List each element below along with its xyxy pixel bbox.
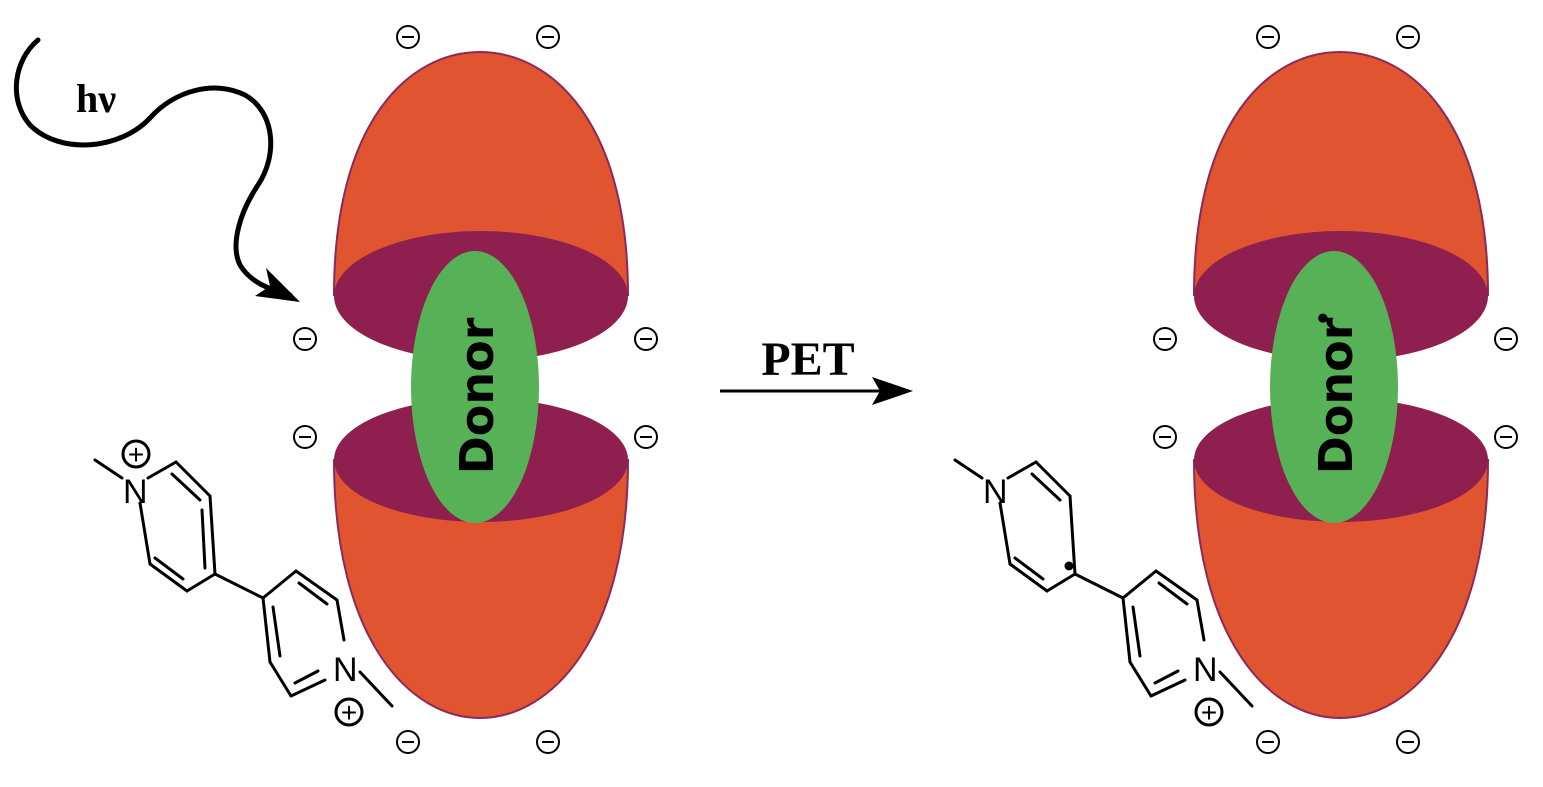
left-capsule: Donor <box>332 50 630 720</box>
minus-charge <box>634 327 658 351</box>
minus-charge <box>536 25 560 49</box>
pet-label: PET <box>761 333 854 386</box>
minus-charge <box>1153 425 1177 449</box>
minus-charge <box>1256 25 1280 49</box>
minus-charge <box>1494 327 1518 351</box>
right-viologen-labels: N N + <box>983 473 1218 728</box>
right-donor-radical-dot: • <box>1304 312 1342 324</box>
left-minus-charges <box>293 25 658 754</box>
minus-charge <box>293 425 317 449</box>
left-viologen-labels: N N + + <box>123 439 358 728</box>
minus-charge <box>1256 730 1280 754</box>
minus-charge <box>634 425 658 449</box>
plus-charge <box>121 439 151 469</box>
light-label: hν <box>76 76 116 121</box>
left-donor-label: Donor <box>450 317 504 474</box>
right-lower-cup <box>1192 459 1490 720</box>
plus-charge <box>1194 697 1224 727</box>
left-upper-cup <box>332 50 630 296</box>
light-arrow: hν <box>13 37 300 302</box>
plus-charge <box>334 697 364 727</box>
light-arrowhead <box>255 268 300 302</box>
right-minus-charges <box>1153 25 1518 754</box>
atom-label-n: N <box>123 473 148 511</box>
right-upper-cup <box>1192 50 1490 296</box>
radical-electron-dot <box>1064 561 1074 571</box>
atom-label-n: N <box>1193 651 1218 689</box>
pet-reaction-arrow: PET <box>720 333 913 405</box>
minus-charge <box>396 730 420 754</box>
minus-charge <box>1396 730 1420 754</box>
left-methyl-viologen <box>93 439 394 727</box>
wavy-light-path <box>13 37 293 298</box>
right-methyl-viologen-radical <box>953 458 1254 727</box>
plus-sign: + <box>128 439 144 470</box>
atom-label-n: N <box>983 473 1008 511</box>
right-capsule: Donor • <box>1192 50 1490 720</box>
plus-sign: + <box>341 697 357 728</box>
minus-charge <box>396 25 420 49</box>
left-lower-cup <box>332 459 630 720</box>
right-donor-label: Donor <box>1309 317 1363 474</box>
minus-charge <box>293 327 317 351</box>
plus-sign: + <box>1201 697 1217 728</box>
minus-charge <box>1396 25 1420 49</box>
left-donor-body <box>411 251 539 523</box>
minus-charge <box>536 730 560 754</box>
right-donor-body <box>1270 251 1398 523</box>
minus-charge <box>1153 327 1177 351</box>
minus-charge <box>1494 425 1518 449</box>
pet-arrowhead <box>872 377 913 405</box>
atom-label-n: N <box>333 651 358 689</box>
